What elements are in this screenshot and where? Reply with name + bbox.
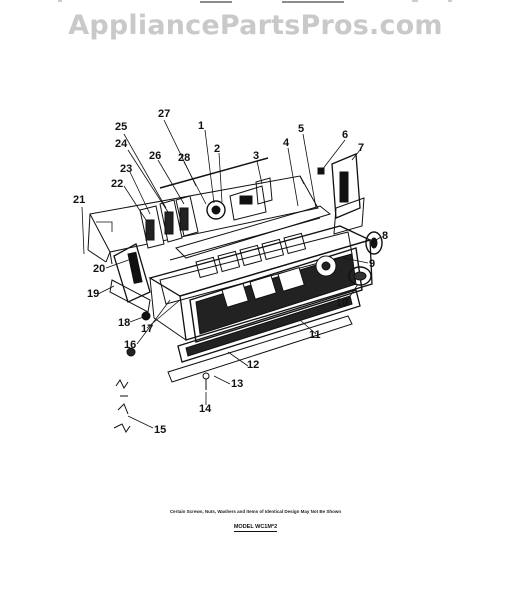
left-end-bracket (109, 243, 151, 321)
callout-24: 24 (115, 138, 128, 150)
callout-27: 27 (158, 108, 171, 120)
control-knob (348, 266, 372, 286)
callout-14: 14 (199, 403, 212, 415)
callout-12: 12 (247, 359, 260, 371)
top-edge-marks (58, 0, 452, 3)
knob (365, 231, 383, 255)
callout-6: 6 (342, 129, 349, 141)
lower-trim-strip (167, 289, 361, 383)
callout-22: 22 (111, 178, 124, 190)
callout-28: 28 (178, 152, 191, 164)
upper-panel (175, 205, 332, 259)
callout-25: 25 (115, 121, 128, 133)
leader-lines (81, 119, 382, 429)
callout-8: 8 (382, 230, 389, 242)
model-label: MODEL WC1M*2 (233, 524, 278, 532)
rear-housing (87, 175, 319, 265)
hardware (113, 347, 210, 433)
timer-assembly (206, 177, 273, 221)
callout-20: 20 (93, 263, 106, 275)
top-rod (159, 157, 269, 189)
callout-7: 7 (358, 142, 365, 154)
right-end-bracket (331, 153, 365, 235)
callout-19: 19 (87, 288, 100, 300)
callout-23: 23 (120, 163, 133, 175)
front-graphics-panel (189, 247, 363, 343)
callout-15: 15 (154, 424, 167, 436)
callout-3: 3 (253, 150, 260, 162)
callout-5: 5 (298, 123, 305, 135)
footnote: Certain Screws, Nuts, Washers and Items … (169, 509, 342, 514)
callout-10: 10 (336, 297, 349, 309)
watermark: AppliancePartsPros.com (68, 10, 443, 41)
callout-21: 21 (73, 194, 86, 206)
clip (317, 167, 325, 175)
callout-26: 26 (149, 150, 162, 162)
callout-18: 18 (118, 317, 131, 329)
callout-9: 9 (369, 258, 376, 270)
callout-1: 1 (198, 120, 205, 132)
callout-2: 2 (214, 143, 221, 155)
callout-16: 16 (124, 339, 137, 351)
callout-13: 13 (231, 378, 244, 390)
callout-11: 11 (309, 329, 321, 341)
switch-blocks (139, 195, 199, 249)
callout-17: 17 (141, 323, 154, 335)
callout-4: 4 (283, 137, 290, 149)
